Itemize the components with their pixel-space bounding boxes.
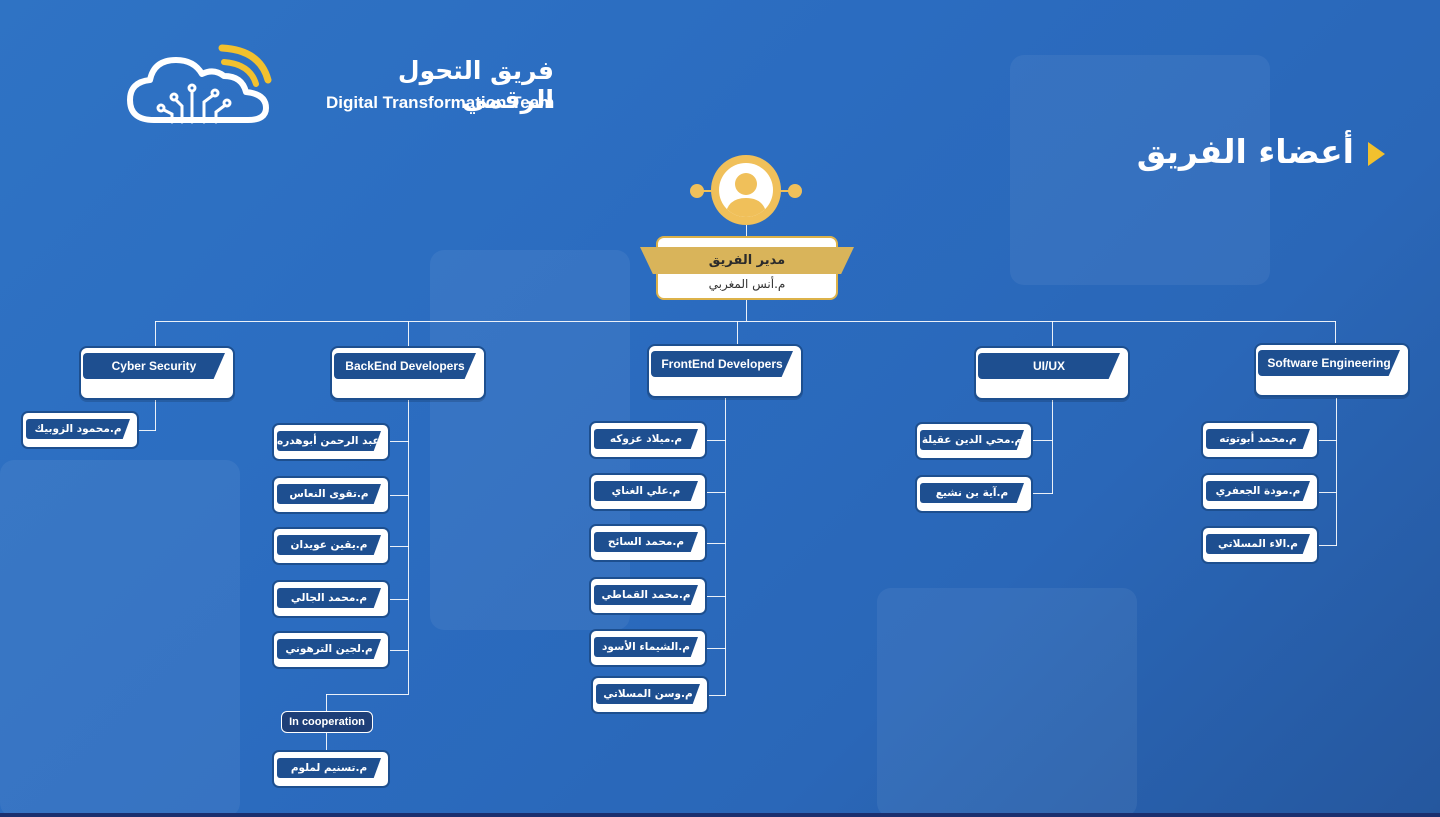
manager-avatar	[711, 155, 781, 225]
dept-cyber-security: Cyber Security	[79, 346, 235, 400]
manager-role: مدير الفريق	[640, 247, 854, 274]
member-card: م.محمد الجالي	[272, 580, 390, 618]
connector-line	[1318, 440, 1337, 441]
cloud-logo-icon	[127, 44, 272, 124]
dept-title: Software Engineering	[1258, 350, 1400, 376]
member-card: م.محمد أبوتوته	[1201, 421, 1319, 459]
dept-frontend: FrontEnd Developers	[647, 344, 803, 398]
connector-line	[746, 225, 747, 237]
connector-line	[746, 300, 747, 321]
dept-backend: BackEnd Developers	[330, 346, 486, 400]
member-card: م.آية بن نشيع	[915, 475, 1033, 513]
background-panel	[877, 588, 1137, 817]
connector-line	[1318, 545, 1337, 546]
member-name: م.تسنيم لملوم	[277, 758, 381, 778]
member-name: م.محمد القماطي	[594, 585, 698, 605]
connector-line	[1336, 398, 1337, 546]
connector-line	[1318, 492, 1337, 493]
connector-line	[737, 321, 738, 345]
member-card: م.علي الغناي	[589, 473, 707, 511]
connector-line	[389, 599, 409, 600]
member-name: م.تقوى النعاس	[277, 484, 381, 504]
member-card: م.ميلاد عزوكه	[589, 421, 707, 459]
connector-line	[725, 398, 726, 696]
member-name: م.عبد الرحمن أبوهدره	[277, 431, 381, 451]
background-panel	[1010, 55, 1270, 285]
dept-title: BackEnd Developers	[334, 353, 476, 379]
member-card: م.لجين الترهوني	[272, 631, 390, 669]
manager-connector-dot	[788, 184, 802, 198]
dept-uiux: UI/UX	[974, 346, 1130, 400]
member-name: م.محمد السائح	[594, 532, 698, 552]
connector-line	[389, 441, 409, 442]
member-card: م.الاء المسلاتي	[1201, 526, 1319, 564]
connector-line	[706, 596, 726, 597]
manager-name: م.أنس المغربي	[708, 277, 786, 291]
manager-connector-dot	[690, 184, 704, 198]
connector-line	[706, 543, 726, 544]
member-name: م.وسن المسلاتي	[596, 684, 700, 704]
member-name: م.آية بن نشيع	[920, 483, 1024, 503]
member-card: م.محي الدين عقيلة	[915, 422, 1033, 460]
connector-line	[1032, 440, 1053, 441]
connector-line	[706, 440, 726, 441]
member-name: م.ميلاد عزوكه	[594, 429, 698, 449]
member-name: م.لجين الترهوني	[277, 639, 381, 659]
connector-line	[389, 650, 409, 651]
dept-title: UI/UX	[978, 353, 1120, 379]
member-name: م.محمد أبوتوته	[1206, 429, 1310, 449]
member-name: م.الشيماء الأسود	[594, 637, 698, 657]
member-name: م.يقين عويدان	[277, 535, 381, 555]
connector-line	[155, 321, 1336, 322]
connector-line	[138, 430, 156, 431]
connector-line	[155, 398, 156, 431]
background-panel	[0, 460, 240, 817]
dept-title: FrontEnd Developers	[651, 351, 793, 377]
member-card: م.الشيماء الأسود	[589, 629, 707, 667]
member-card: م.عبد الرحمن أبوهدره	[272, 423, 390, 461]
connector-line	[326, 694, 409, 695]
play-arrow-icon	[1368, 142, 1385, 166]
connector-line	[1032, 493, 1053, 494]
brand-name-arabic: فريق التحول الرقمي	[397, 56, 554, 114]
connector-line	[1052, 321, 1053, 348]
member-card: م.يقين عويدان	[272, 527, 390, 565]
brand-name-english: Digital Transformation Team	[326, 93, 555, 112]
member-card: م.مودة الجعفري	[1201, 473, 1319, 511]
cooperation-badge: In cooperation	[281, 711, 373, 733]
member-name: م.مودة الجعفري	[1206, 481, 1310, 501]
member-card: م.وسن المسلاتي	[591, 676, 709, 714]
connector-line	[408, 321, 409, 348]
connector-line	[389, 495, 409, 496]
user-icon	[725, 173, 767, 217]
page-title: أعضاء الفريق	[1136, 132, 1354, 171]
connector-line	[1335, 321, 1336, 345]
member-card: م.تسنيم لملوم	[272, 750, 390, 788]
member-name: م.الاء المسلاتي	[1206, 534, 1310, 554]
dept-software-engineering: Software Engineering	[1254, 343, 1410, 397]
connector-line	[706, 492, 726, 493]
member-name: م.علي الغناي	[594, 481, 698, 501]
connector-line	[1052, 398, 1053, 494]
bottom-strip	[0, 813, 1440, 817]
dept-title: Cyber Security	[83, 353, 225, 379]
member-card: م.محمد القماطي	[589, 577, 707, 615]
connector-line	[708, 695, 726, 696]
member-name: م.محمد الجالي	[277, 588, 381, 608]
member-name: م.محمود الزوبيك	[26, 419, 130, 439]
connector-line	[389, 546, 409, 547]
member-name: م.محي الدين عقيلة	[920, 430, 1024, 450]
member-card: م.تقوى النعاس	[272, 476, 390, 514]
member-card: م.محمد السائح	[589, 524, 707, 562]
connector-line	[155, 321, 156, 348]
connector-line	[706, 648, 726, 649]
member-card: م.محمود الزوبيك	[21, 411, 139, 449]
